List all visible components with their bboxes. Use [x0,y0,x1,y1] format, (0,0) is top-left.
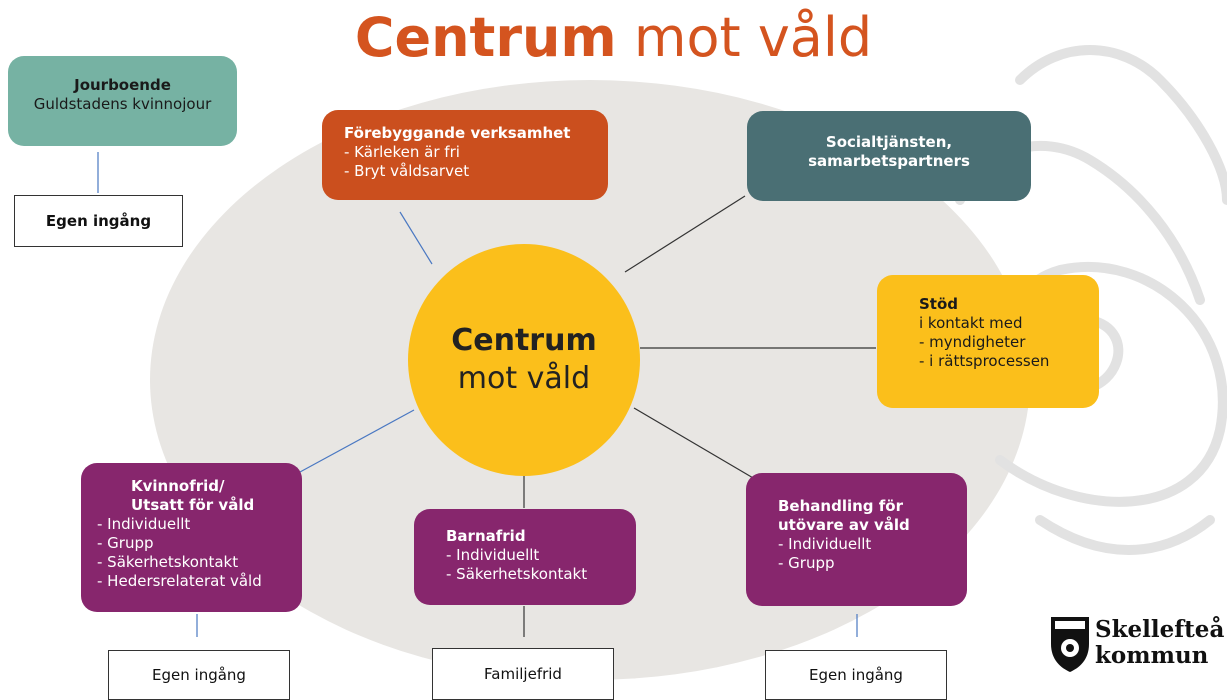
socialtjansten-heading-1: Socialtjänsten, [825,133,953,151]
kvinnofrid-heading-2: Utsatt för våld [131,496,255,514]
entry-bottom-center-label: Familjefrid [484,665,562,683]
entry-bottom-right-label: Egen ingång [809,666,903,684]
stod-heading: Stöd [919,295,959,313]
center-line-2: mot våld [457,361,591,396]
barnafrid-heading: Barnafrid [446,527,526,545]
connector-lines [97,152,876,637]
connector-behandling [633,407,761,483]
center-line-1: Centrum [451,323,597,358]
jourboende-box: Jourboende Guldstadens kvinnojour [8,56,237,146]
skelleftea-logo [1051,617,1089,672]
entry-bottom-left: Egen ingång [108,650,290,700]
connector-socialtjansten [624,195,746,273]
barnafrid-box: Barnafrid - Individuellt - Säkerhetskont… [414,509,636,605]
coat-of-arms-icon [1051,617,1089,672]
kvinnofrid-box: Kvinnofrid/ Utsatt för våld - Individuel… [81,463,302,612]
socialtjansten-heading-2: samarbetspartners [808,152,970,170]
barnafrid-line-2: - Säkerhetskontakt [446,565,588,583]
jourboende-heading: Jourboende [74,76,171,94]
socialtjansten-box: Socialtjänsten, samarbetspartners [747,111,1031,201]
kvinnofrid-line-3: - Säkerhetskontakt [97,553,239,571]
behandling-heading-1: Behandling för [778,497,903,515]
stod-box: Stöd i kontakt med - myndigheter - i rät… [877,275,1099,408]
behandling-line-1: - Individuellt [778,535,872,553]
kvinnofrid-line-2: - Grupp [97,534,154,552]
stod-line-3: - i rättsprocessen [919,352,1050,370]
behandling-heading-2: utövare av våld [778,516,910,534]
stod-line-1: i kontakt med [919,314,1023,332]
jourboende-line: Guldstadens kvinnojour [33,95,212,113]
connector-forebyggande [399,211,433,265]
page-title: Centrum mot våld [0,2,1227,74]
kvinnofrid-heading-1: Kvinnofrid/ [131,477,225,495]
behandling-box: Behandling för utövare av våld - Individ… [746,473,967,606]
logo-line-1: Skellefteå [1095,616,1225,643]
title-rest: mot våld [633,6,873,69]
logo-text: Skellefteå kommun [1095,617,1224,669]
connector-kvinnofrid [299,409,415,473]
kvinnofrid-line-4: - Hedersrelaterat våld [97,572,262,590]
forebyggande-heading: Förebyggande verksamhet [344,124,571,142]
entry-bottom-left-label: Egen ingång [152,666,246,684]
entry-bottom-right: Egen ingång [765,650,947,700]
forebyggande-box: Förebyggande verksamhet - Kärleken är fr… [322,110,608,200]
kvinnofrid-line-1: - Individuellt [97,515,191,533]
title-bold: Centrum [354,6,617,69]
center-circle: Centrum mot våld [408,244,640,476]
entry-top-label: Egen ingång [45,212,152,230]
behandling-line-2: - Grupp [778,554,835,572]
entry-top: Egen ingång [14,195,183,247]
forebyggande-line-2: - Bryt våldsarvet [344,162,470,180]
barnafrid-line-1: - Individuellt [446,546,540,564]
forebyggande-line-1: - Kärleken är fri [344,143,460,161]
logo-line-2: kommun [1095,642,1209,669]
entry-bottom-center: Familjefrid [432,648,614,700]
stod-line-2: - myndigheter [919,333,1026,351]
